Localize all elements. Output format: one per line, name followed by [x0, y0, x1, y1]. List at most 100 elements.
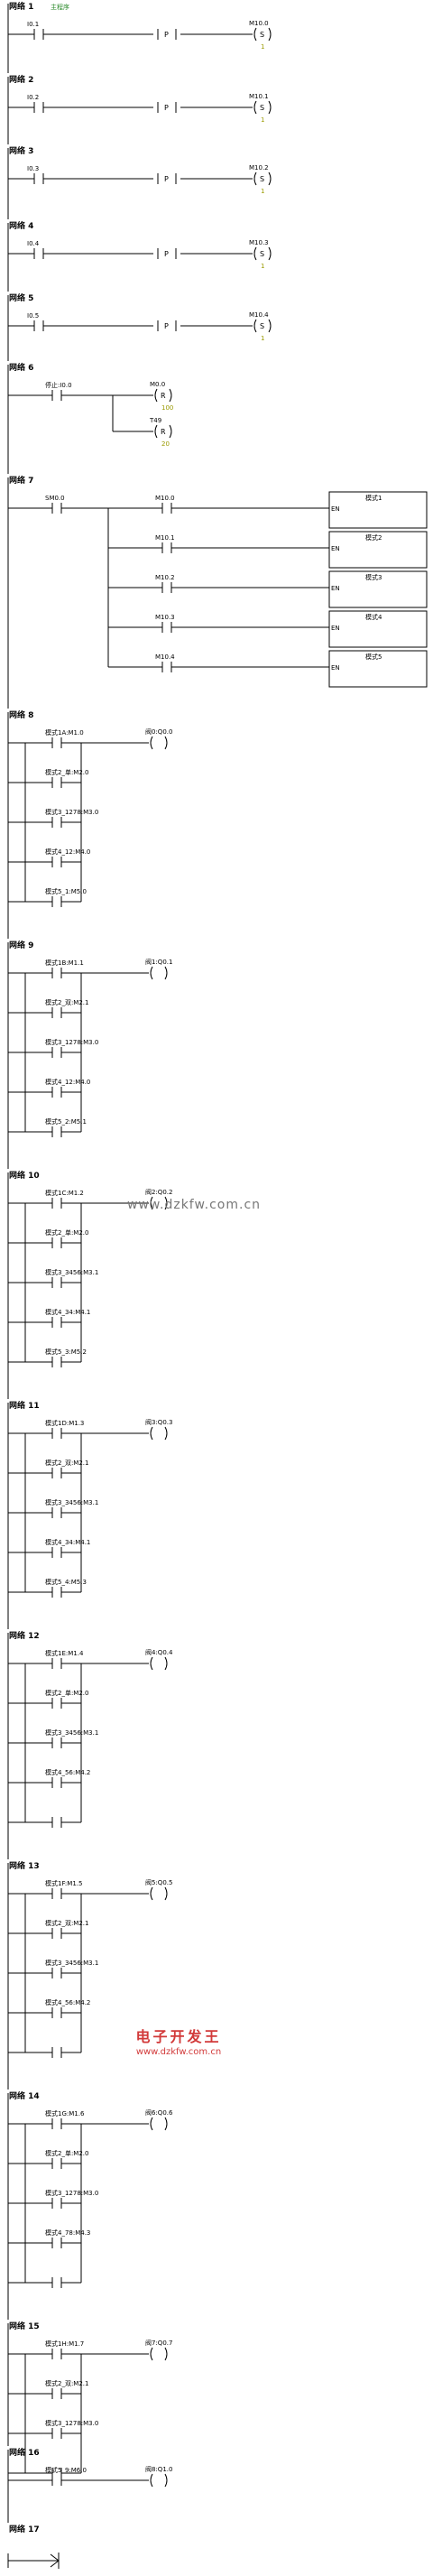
coil-operand: T49 [149, 417, 161, 424]
contact-no[interactable]: I0.3 [25, 165, 52, 184]
positive-edge[interactable]: P [157, 29, 177, 40]
parallel-branch-4: 模式4_34:M4.1 [8, 1538, 90, 1558]
contact-no[interactable] [43, 2047, 70, 2058]
contact-no[interactable]: 模式5_1:M5.0 [43, 887, 87, 907]
contact-no[interactable]: 模式2_双:M2.1 [43, 2379, 88, 2399]
contact-no[interactable]: 模式1D:M1.3 [43, 1419, 84, 1439]
coil[interactable]: M10.1S1 [249, 93, 272, 124]
coil[interactable]: 阀8:Q1.0 [145, 2465, 172, 2488]
parallel-branch-2: 模式2_单:M2.0 [8, 1228, 88, 1248]
contact-no[interactable]: 模式3_1278:M3.0 [43, 1038, 98, 1058]
network-label: 网络 7 [9, 475, 33, 486]
contact-no[interactable]: 模式1A:M1.0 [43, 728, 84, 748]
contact-no[interactable]: 模式2_双:M2.1 [43, 998, 88, 1018]
contact-no[interactable]: M10.1 [153, 534, 180, 553]
coil[interactable]: M10.4S1 [249, 311, 272, 342]
coil[interactable]: M10.0S1 [249, 20, 272, 51]
contact-no[interactable]: I0.2 [25, 94, 52, 113]
contact-no[interactable]: 模式2_双:M2.1 [43, 1459, 88, 1478]
contact-no[interactable]: 模式2_双:M2.1 [43, 1919, 88, 1939]
contact-no[interactable]: 模式1F:M1.5 [43, 1879, 82, 1899]
contact-no[interactable]: 模式5_3:M5.2 [43, 1348, 87, 1367]
contact-no[interactable]: M10.0 [153, 495, 180, 514]
positive-edge[interactable]: P [157, 248, 177, 259]
network-10: 网络 10模式1C:M1.2模式2_单:M2.0模式3_3456:M3.1模式4… [7, 1170, 172, 1399]
contact-no[interactable]: M10.2 [153, 574, 180, 593]
contact-no[interactable]: 模式1E:M1.4 [43, 1649, 84, 1669]
contact-no[interactable]: 模式3_3456:M3.1 [43, 1728, 98, 1748]
subroutine-en: EN [331, 625, 340, 632]
contact-no[interactable] [43, 2277, 70, 2288]
contact-no[interactable]: SM0.0 [43, 495, 70, 514]
contact-no[interactable]: 模式4_34:M4.1 [43, 1538, 90, 1558]
contact-no[interactable]: 模式4_34:M4.1 [43, 1308, 90, 1328]
coil-right-arc [268, 100, 272, 115]
contact-no[interactable]: 模式3_3456:M3.1 [43, 1498, 98, 1518]
contact-no[interactable]: 模式5_4:M5.3 [43, 1578, 87, 1598]
parallel-branch-5: 模式5_4:M5.3 [8, 1578, 87, 1598]
positive-edge[interactable]: P [157, 173, 177, 184]
contact-no[interactable]: 模式3_3456:M3.1 [43, 1959, 98, 1978]
contact-no[interactable]: 模式1G:M1.6 [43, 2109, 85, 2129]
coil-left-arc [150, 2117, 153, 2131]
network-label: 网络 8 [9, 709, 33, 720]
contact-no[interactable]: I0.5 [25, 312, 52, 331]
subroutine-rect [328, 610, 428, 648]
coil[interactable]: 阀5:Q0.5 [145, 1878, 172, 1901]
contact-no[interactable]: 模式5_9:M6.0 [43, 2466, 87, 2486]
contact-no[interactable]: 模式4_56:M4.2 [43, 1768, 90, 1788]
contact-no[interactable]: 停止:I0.0 [43, 381, 72, 401]
coil[interactable]: 阀7:Q0.7 [145, 2339, 172, 2361]
contact-no[interactable]: 模式1B:M1.1 [43, 959, 84, 978]
contact-no[interactable]: M10.4 [153, 653, 180, 672]
contact-no[interactable]: 模式3_1278:M3.0 [43, 2419, 98, 2439]
contact-no[interactable]: 模式1H:M1.7 [43, 2340, 84, 2359]
coil[interactable]: 阀4:Q0.4 [145, 1648, 173, 1671]
contact-no[interactable]: 模式3_1278:M3.0 [43, 2189, 98, 2209]
coil[interactable]: M10.3S1 [249, 239, 272, 270]
contact-no[interactable]: 模式3_3456:M3.1 [43, 1268, 98, 1288]
contact-no[interactable]: I0.1 [25, 21, 52, 40]
positive-edge[interactable]: P [157, 102, 177, 113]
contact-no[interactable]: 模式2_单:M2.0 [43, 1689, 88, 1709]
contact-no[interactable]: M10.3 [153, 614, 180, 633]
coil-right-arc [268, 246, 272, 261]
coil[interactable]: M10.2S1 [249, 164, 272, 195]
positive-edge[interactable]: P [157, 320, 177, 331]
contact-operand: M10.2 [155, 574, 175, 581]
coil-right-arc [268, 171, 272, 186]
contact-no[interactable]: 模式2_单:M2.0 [43, 1228, 88, 1248]
contact-no[interactable]: 模式5_2:M5.1 [43, 1117, 87, 1137]
coil[interactable]: 阀0:Q0.0 [145, 727, 172, 750]
contact-no[interactable] [43, 1817, 70, 1828]
contact-no[interactable]: 模式4_12:M4.0 [43, 1078, 90, 1098]
coil[interactable]: 阀6:Q0.6 [145, 2108, 173, 2131]
parallel-branch-5: 模式5_1:M5.0 [8, 887, 87, 907]
contact-no[interactable]: 模式1C:M1.2 [43, 1189, 84, 1209]
watermark-brand: 电子开发王 [135, 2028, 221, 2045]
contact-no[interactable]: 模式4_12:M4.0 [43, 848, 90, 867]
coil-right-arc [169, 424, 172, 439]
network-label: 网络 17 [9, 2524, 40, 2534]
contact-no[interactable]: I0.4 [25, 240, 52, 259]
coil[interactable]: 阀3:Q0.3 [145, 1418, 172, 1441]
contact-no[interactable]: 模式3_1278:M3.0 [43, 808, 98, 828]
coil-param: 1 [261, 116, 264, 124]
contact-no[interactable]: 模式2_单:M2.0 [43, 768, 88, 788]
subroutine-title: 模式5 [365, 653, 382, 661]
contact-no[interactable]: 模式2_单:M2.0 [43, 2149, 88, 2169]
contact-no[interactable]: 模式4_56:M4.2 [43, 1998, 90, 2018]
end-arrow [50, 2560, 60, 2568]
contact-no[interactable]: 模式4_78:M4.3 [43, 2229, 90, 2248]
coil[interactable]: 阀1:Q0.1 [145, 958, 172, 980]
contact-operand: I0.4 [27, 240, 40, 247]
parallel-branch-5 [8, 2277, 81, 2288]
coil[interactable]: 阀2:Q0.2 [145, 1188, 172, 1210]
